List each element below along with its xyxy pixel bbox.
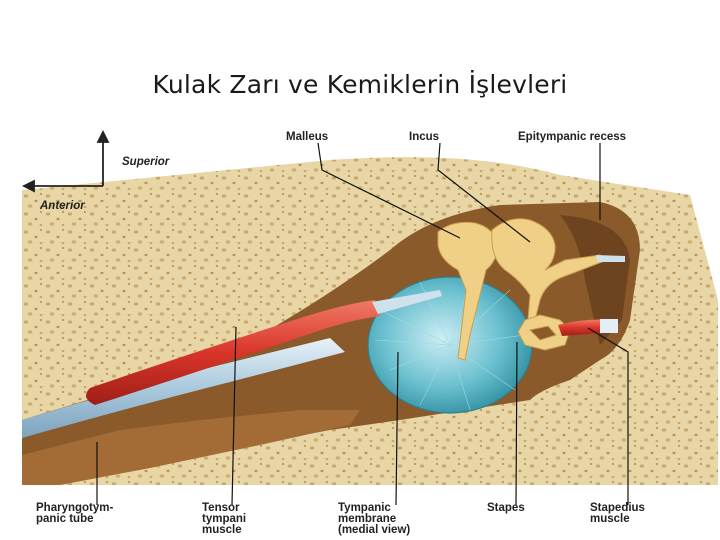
incus-label: Incus bbox=[409, 131, 440, 143]
stapes-shape bbox=[517, 314, 571, 351]
slide-title: Kulak Zarı ve Kemiklerin İşlevleri bbox=[152, 70, 568, 99]
tensor-tendon bbox=[372, 290, 442, 314]
stapes-label: Stapes bbox=[487, 502, 525, 514]
cavity-lower-wall bbox=[22, 410, 360, 485]
pharyngotympanic-tube-shape bbox=[22, 338, 345, 438]
orientation-arrows bbox=[21, 129, 110, 193]
leader-lines bbox=[96, 142, 629, 506]
pharyngotympanic-tube-label: Pharyngotym- panic tube bbox=[36, 502, 114, 525]
epitympanic-recess-label: Epitympanic recess bbox=[518, 131, 627, 143]
superior-label: Superior bbox=[122, 156, 170, 168]
cavity-highlight bbox=[560, 215, 630, 345]
incus-shape bbox=[491, 218, 603, 321]
incus-tendon bbox=[596, 255, 625, 262]
ear-anatomy-diagram bbox=[21, 129, 718, 506]
ossicles bbox=[437, 218, 603, 361]
tensor-tympani-shape bbox=[86, 300, 380, 405]
tympanic-membrane-label: Tympanic membrane (medial view) bbox=[338, 502, 411, 536]
malleus-label: Malleus bbox=[286, 131, 329, 143]
stapedius-label: Stapedius muscle bbox=[590, 502, 645, 525]
tensor-tympani-label: Tensor tympani muscle bbox=[202, 502, 247, 536]
stapedius-tendon bbox=[600, 319, 618, 333]
anterior-label: Anterior bbox=[40, 200, 85, 212]
